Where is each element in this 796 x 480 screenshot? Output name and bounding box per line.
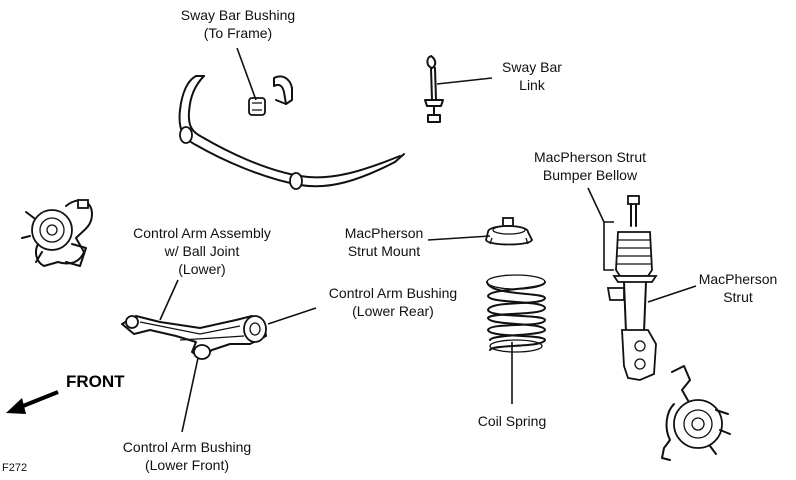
leader-lines — [159, 47, 697, 433]
sway-bar — [178, 75, 405, 190]
lower-control-arm — [121, 315, 267, 360]
label-macpherson-strut: MacPherson Strut — [698, 271, 778, 305]
sway-bar-link — [424, 55, 444, 123]
label-sway-bar-bushing: Sway Bar Bushing (To Frame) — [180, 7, 296, 41]
label-sway-bar-link: Sway Bar Link — [502, 59, 562, 93]
label-control-arm-bushing-front: Control Arm Bushing (Lower Front) — [122, 439, 252, 473]
figure-id: F272 — [2, 462, 28, 474]
macpherson-strut — [606, 195, 658, 381]
knuckle-hub-right — [661, 365, 731, 461]
label-control-arm-assembly: Control Arm Assembly w/ Ball Joint (Lowe… — [133, 225, 271, 277]
label-coil-spring: Coil Spring — [477, 413, 547, 429]
knuckle-hub-left — [21, 199, 93, 267]
sway-bar-bushing — [248, 75, 293, 116]
label-control-arm-bushing-rear: Control Arm Bushing (Lower Rear) — [328, 285, 458, 319]
label-strut-bumper-bellow: MacPherson Strut Bumper Bellow — [533, 149, 647, 183]
coil-spring — [486, 274, 546, 353]
strut-mount — [485, 217, 533, 246]
front-arrow — [6, 390, 59, 414]
label-strut-mount: MacPherson Strut Mount — [344, 225, 424, 259]
front-label: FRONT — [66, 372, 125, 391]
